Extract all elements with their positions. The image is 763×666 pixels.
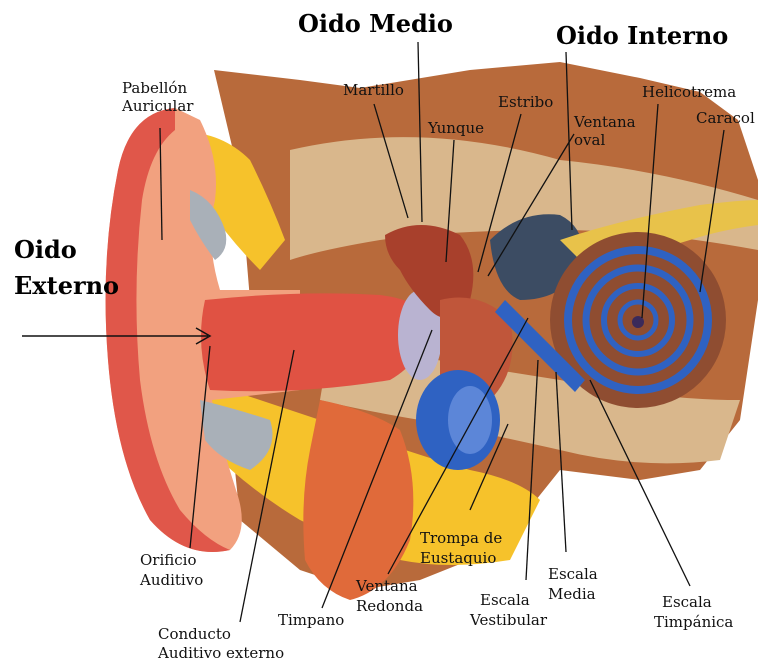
label-conducto-line2: Auditivo externo: [158, 645, 284, 662]
heading-oido-externo-line2: Externo: [14, 272, 119, 299]
label-ventana-redonda-line1: Ventana: [356, 578, 418, 595]
heading-oido-medio: Oido Medio: [298, 10, 453, 37]
label-pabellon-line1: Pabellón: [122, 80, 187, 97]
label-timpano: Timpano: [278, 612, 344, 629]
label-conducto-line1: Conducto: [158, 626, 231, 643]
label-estribo: Estribo: [498, 94, 553, 111]
label-trompa-line1: Trompa de: [420, 530, 502, 547]
label-martillo: Martillo: [343, 82, 404, 99]
label-escala-timpanica-line2: Timpánica: [654, 614, 733, 631]
label-pabellon-line2: Auricular: [122, 98, 193, 115]
label-orificio-line1: Orificio: [140, 552, 197, 569]
label-escala-timpanica-line1: Escala: [662, 594, 712, 611]
label-escala-media-line1: Escala: [548, 566, 598, 583]
label-orificio-line2: Auditivo: [140, 572, 203, 589]
label-caracol: Caracol: [696, 110, 755, 127]
label-escala-vestibular-line1: Escala: [480, 592, 530, 609]
label-trompa-line2: Eustaquio: [420, 550, 496, 567]
label-ventana-oval-line1: Ventana: [574, 114, 636, 131]
label-helicotrema: Helicotrema: [642, 84, 736, 101]
label-ventana-redonda-line2: Redonda: [356, 598, 423, 615]
heading-oido-externo-line1: Oido: [14, 236, 77, 263]
label-yunque: Yunque: [428, 120, 484, 137]
heading-oido-interno: Oido Interno: [556, 22, 728, 49]
label-ventana-oval-line2: oval: [574, 132, 605, 149]
label-escala-media-line2: Media: [548, 586, 596, 603]
label-escala-vestibular-line2: Vestibular: [470, 612, 547, 629]
